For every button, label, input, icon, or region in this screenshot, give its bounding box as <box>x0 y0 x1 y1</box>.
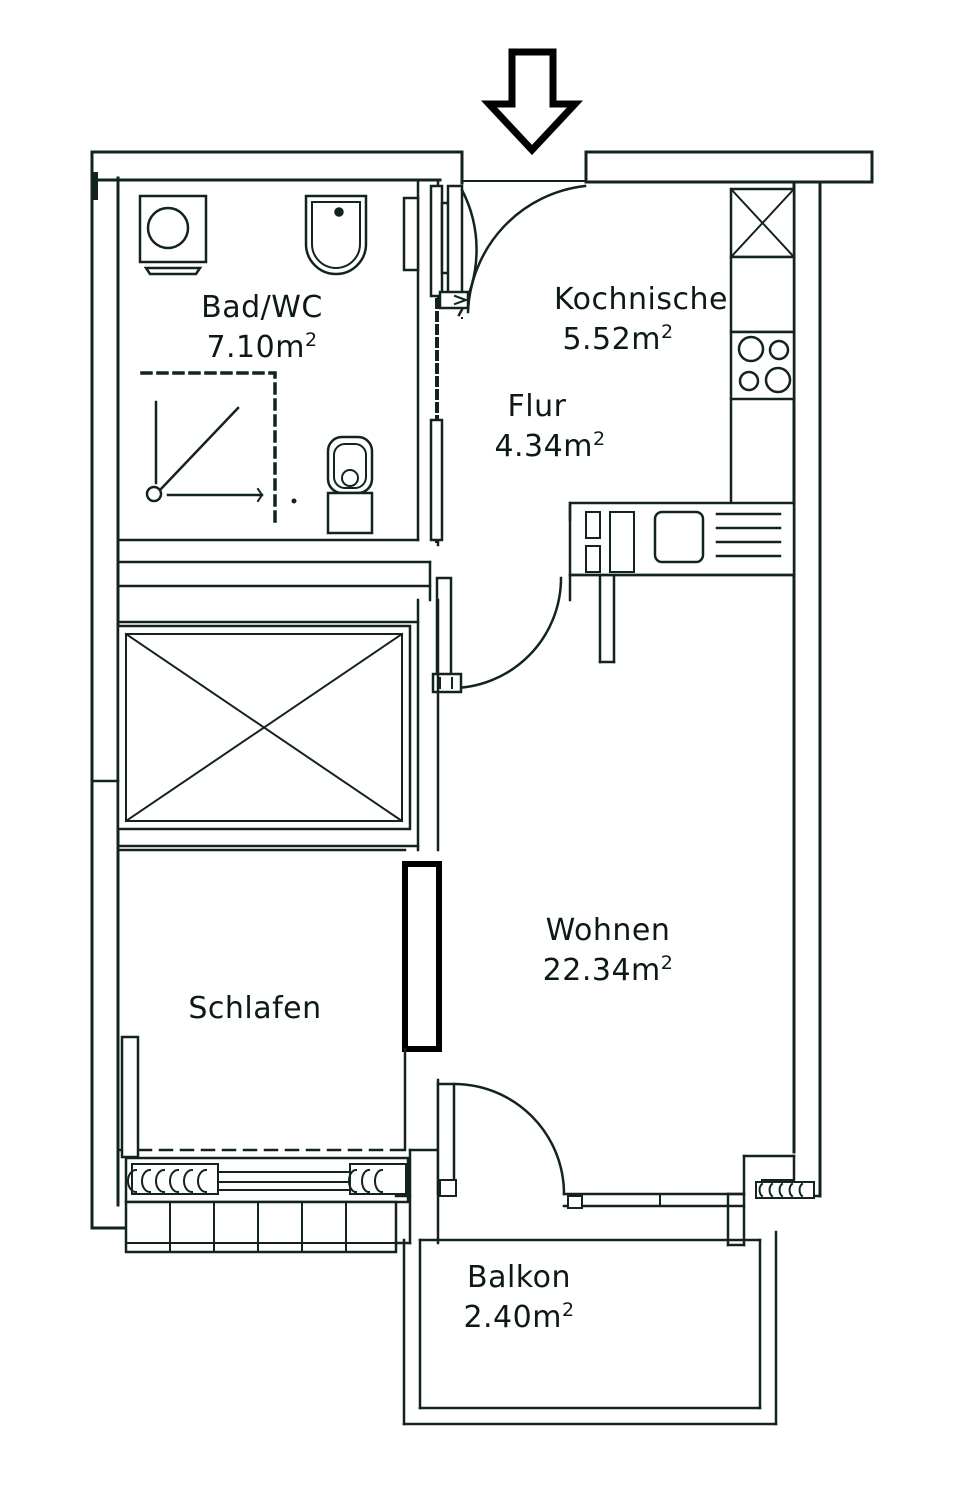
room-label-balkon: Balkon <box>467 1260 571 1295</box>
shower-tray-icon <box>140 371 277 529</box>
living-room-radiator <box>755 1181 815 1199</box>
room-area-balkon: 2.40m2 <box>463 1299 574 1335</box>
room-area-kochnische: 5.52m2 <box>562 321 673 357</box>
wardrobe-icon <box>90 624 412 831</box>
room-area-flur: 4.34m2 <box>494 428 605 464</box>
living-room-door[interactable] <box>431 576 563 694</box>
room-label-flur: Flur <box>508 389 567 424</box>
bedroom-window-reveal <box>120 1035 140 1159</box>
interior-partitions <box>116 598 440 852</box>
room-area-bad_wc: 7.10m2 <box>206 329 317 365</box>
exterior-walls <box>90 150 874 1230</box>
balcony-walls <box>402 1230 778 1426</box>
toilet-icon <box>326 435 374 535</box>
wall-tick <box>91 172 98 200</box>
bathtub-icon <box>304 194 368 276</box>
room-area-wohnen: 22.34m2 <box>543 952 674 988</box>
structural-column <box>402 861 442 1052</box>
bedroom-walls <box>116 848 407 1152</box>
wash-basin-icon <box>138 194 208 276</box>
bedroom-radiator-and-ledge <box>124 1156 410 1254</box>
room-label-schlafen: Schlafen <box>188 991 321 1026</box>
kitchen-sink-unit <box>568 501 796 664</box>
kitchen-units <box>729 187 796 507</box>
room-label-kochnische: Kochnische <box>554 282 728 317</box>
room-label-wohnen: Wohnen <box>546 913 671 948</box>
balcony-threshold <box>562 1192 746 1209</box>
entrance-arrow-icon <box>480 48 584 156</box>
room-labels: Bad/WC 7.10m2 Kochnische 5.52m2 Flur 4.3… <box>188 282 728 1335</box>
floor-point <box>291 498 297 504</box>
entrance-door[interactable] <box>438 184 587 319</box>
balcony-door[interactable] <box>436 1082 566 1197</box>
room-label-bad_wc: Bad/WC <box>201 290 323 325</box>
